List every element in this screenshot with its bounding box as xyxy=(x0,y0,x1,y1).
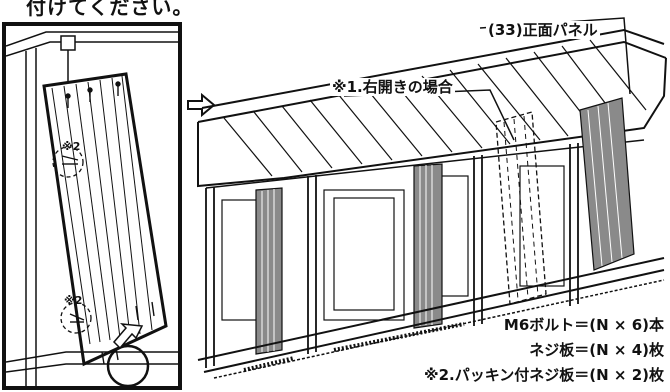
hollow-arrow-icon xyxy=(112,323,144,350)
front-panel-label: (33)正面パネル xyxy=(486,21,600,39)
panel-detail xyxy=(42,72,168,367)
structure-drawing xyxy=(197,17,667,379)
right-open-label: ※1.右開きの場合 xyxy=(330,78,455,96)
detail-inset-drawing xyxy=(6,31,178,386)
detail-circle-bottom xyxy=(60,302,92,334)
legend-packing-screw-plate: ※2.パッキン付ネジ板＝(N × 2)枚 xyxy=(424,366,664,384)
right-open-panel-outline xyxy=(495,111,547,305)
focus-circle xyxy=(106,344,150,386)
legend-bolt: M6ボルト＝(N × 6)本 xyxy=(503,316,664,334)
instruction-text: 付けてください。 xyxy=(26,0,194,19)
direction-arrow-icon xyxy=(186,92,216,121)
note2-label-bottom: ※2 xyxy=(64,294,83,307)
note2-label-top: ※2 xyxy=(62,140,81,153)
legend-screw-plate: ネジ板＝(N × 4)枚 xyxy=(529,341,664,359)
detail-inset: ※2 ※2 xyxy=(2,22,182,390)
parts-legend: M6ボルト＝(N × 6)本 ネジ板＝(N × 4)枚 ※2.パッキン付ネジ板＝… xyxy=(424,313,664,388)
detail-circle-top xyxy=(52,146,84,178)
